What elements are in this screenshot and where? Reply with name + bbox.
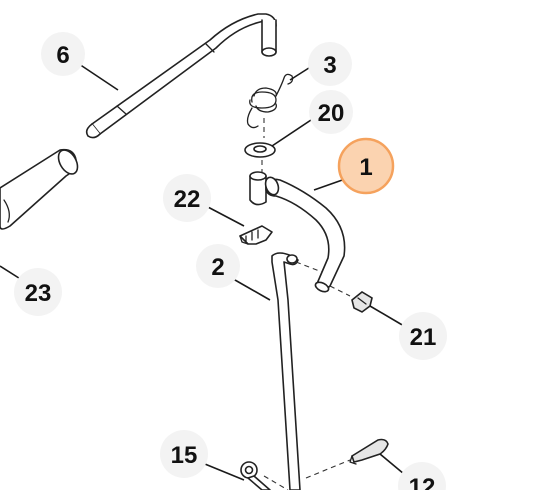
callout-12: 12 (398, 462, 446, 490)
ball-joint-part-15[interactable] (240, 461, 271, 490)
assembly-line (329, 285, 351, 297)
assembly-line (263, 475, 289, 490)
svg-text:1: 1 (359, 154, 372, 181)
callout-22: 22 (163, 174, 211, 222)
spring-part-3[interactable] (246, 73, 294, 129)
svg-text:21: 21 (410, 324, 437, 351)
leader-line-23 (0, 265, 23, 281)
callout-21: 21 (399, 312, 447, 360)
svg-text:6: 6 (56, 42, 69, 69)
leader-line-20 (271, 117, 315, 147)
leader-line-22 (205, 205, 245, 227)
svg-text:23: 23 (25, 280, 52, 307)
callout-23: 23 (14, 268, 62, 316)
callout-2: 2 (196, 244, 240, 288)
svg-text:15: 15 (171, 442, 198, 469)
assembly-line (305, 459, 351, 479)
rod-part-2[interactable] (271, 252, 301, 490)
svg-text:12: 12 (409, 474, 436, 490)
svg-text:22: 22 (174, 186, 201, 213)
callout-15: 15 (160, 430, 208, 478)
lever-part-12[interactable] (349, 438, 389, 465)
clip-part-22[interactable] (239, 225, 273, 245)
svg-text:3: 3 (323, 52, 336, 79)
callout-20: 20 (309, 90, 353, 134)
leader-line-12 (379, 453, 405, 475)
leader-line-15 (199, 461, 245, 481)
bent-lever-part-1[interactable] (249, 171, 346, 294)
svg-text:2: 2 (211, 254, 224, 281)
leader-line-2 (227, 275, 271, 301)
svg-text:20: 20 (318, 100, 345, 127)
leader-line-6 (75, 61, 119, 91)
handle-bar-part-6[interactable] (85, 13, 277, 139)
leader-line-3 (289, 65, 313, 81)
assembly-line (295, 261, 323, 273)
grip-part-23[interactable] (0, 147, 81, 230)
callout-6: 6 (41, 32, 85, 76)
washer-part-20[interactable] (244, 142, 276, 158)
clip-part-21[interactable] (351, 291, 373, 313)
callout-3: 3 (308, 42, 352, 86)
callout-1-highlighted[interactable]: 1 (337, 137, 395, 195)
leader-line-21 (369, 305, 405, 327)
